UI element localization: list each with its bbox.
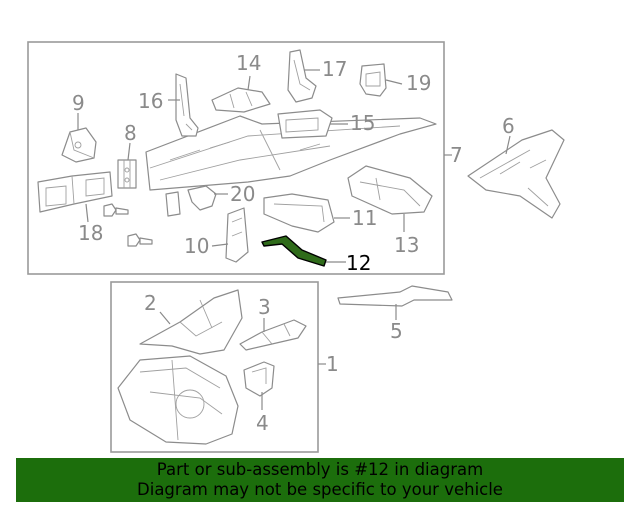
callout-12: 12	[346, 251, 371, 275]
callout-9: 9	[72, 91, 85, 115]
callout-7: 7	[450, 143, 463, 167]
part-16-bracket	[175, 73, 199, 137]
part-10-bracket	[225, 207, 249, 263]
callout-16: 16	[138, 89, 163, 113]
callout-4: 4	[256, 411, 269, 435]
info-banner: Part or sub-assembly is #12 in diagram D…	[16, 458, 624, 502]
callout-5: 5	[390, 319, 403, 343]
part-2-panel	[139, 289, 243, 355]
part-12-highlighted	[261, 235, 327, 267]
callout-15: 15	[350, 111, 375, 135]
callout-8: 8	[124, 121, 137, 145]
banner-line-1: Part or sub-assembly is #12 in diagram	[156, 460, 484, 479]
part-17-bracket	[287, 49, 317, 103]
callout-14: 14	[236, 51, 261, 75]
callout-19: 19	[406, 71, 431, 95]
callout-labels: 9 8 18 16 14 17 19 15 7 6 20 11 10 13 12…	[72, 51, 515, 435]
part-7-frame-rail	[145, 115, 437, 191]
part-18-plate	[37, 171, 113, 213]
callout-3: 3	[258, 295, 271, 319]
part-6-rail	[467, 129, 565, 219]
part-15-bracket	[277, 109, 333, 139]
part-19-bracket	[359, 63, 387, 97]
part-3-bracket	[239, 319, 307, 351]
callout-1: 1	[326, 352, 339, 376]
part-13-bracket	[347, 165, 433, 215]
callout-2: 2	[144, 291, 157, 315]
banner-line-2: Diagram may not be specific to your vehi…	[137, 480, 503, 499]
part-20-clip	[165, 185, 217, 217]
part-8-hinge	[117, 159, 137, 189]
part-9-bracket	[61, 127, 97, 163]
bolt-hardware	[103, 203, 153, 247]
callout-11: 11	[352, 206, 377, 230]
callout-20: 20	[230, 182, 255, 206]
leader-lines	[77, 69, 511, 410]
callout-10: 10	[184, 234, 209, 258]
part-11-bracket	[263, 193, 335, 233]
callout-17: 17	[322, 57, 347, 81]
part-5-bar	[337, 285, 453, 307]
callout-18: 18	[78, 221, 103, 245]
callout-6: 6	[502, 114, 515, 138]
part-1-apron	[117, 355, 239, 445]
callout-13: 13	[394, 233, 419, 257]
part-14-bracket	[211, 87, 271, 113]
part-4-bracket	[243, 361, 275, 397]
